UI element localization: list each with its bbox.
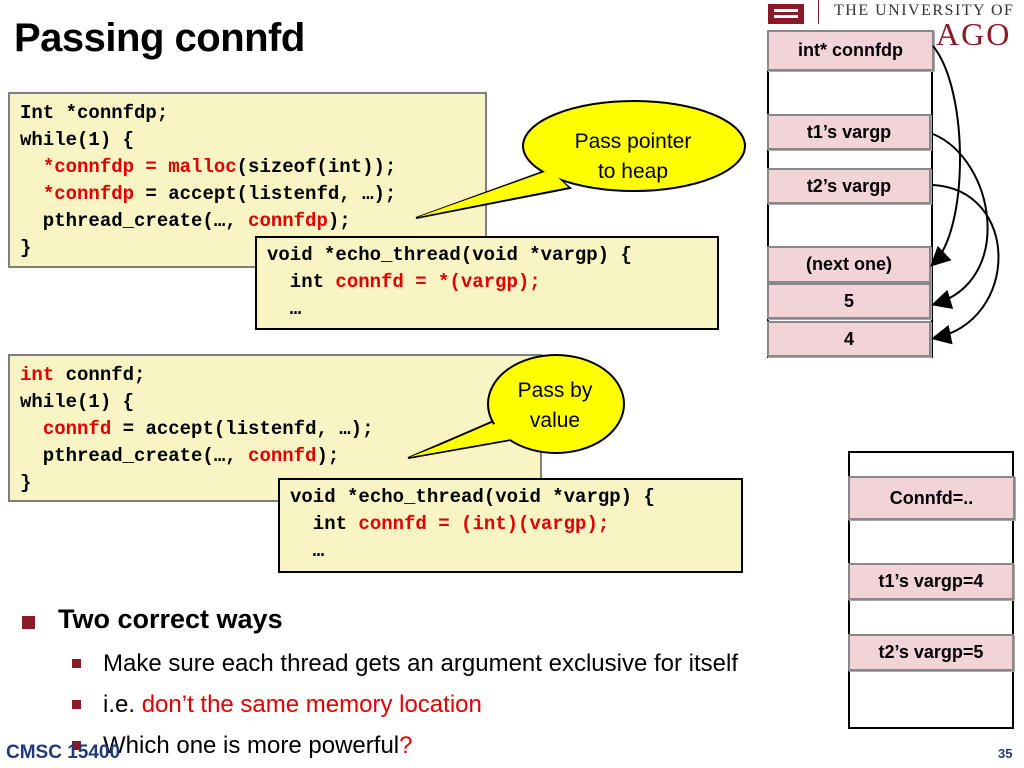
logo-text-line1: THE UNIVERSITY OF — [834, 2, 1015, 19]
code-token-highlight: connfd = *(vargp); — [335, 271, 541, 293]
arrow-connfdp-to-next — [930, 45, 961, 267]
university-logo: THE UNIVERSITY OF AGO — [766, 0, 1024, 56]
code-line: while(1) { — [20, 127, 485, 154]
code-line: *connfdp = malloc(sizeof(int)); — [20, 154, 485, 181]
logo-text-line2: AGO — [936, 16, 1012, 52]
code-token-highlight: int — [20, 364, 55, 386]
sub-bullet-icon — [72, 659, 81, 668]
code-token-highlight: connfd — [42, 418, 112, 440]
code-token: connfd; — [54, 364, 146, 386]
code-token-highlight: *connfdp — [42, 183, 135, 205]
code-token: void *echo_thread(void *vargp) { — [267, 244, 632, 266]
code-line: *connfdp = accept(listenfd, …); — [20, 181, 485, 208]
cell-int-connfdp: int* connfdp — [767, 30, 934, 71]
code-token: ); — [316, 445, 340, 467]
code-line: Int *connfdp; — [20, 100, 485, 127]
code-line: … — [290, 538, 741, 565]
cell-t2-vargp: t2’s vargp — [767, 168, 931, 204]
cell-heap-next: (next one) — [767, 246, 931, 283]
callout-pass-pointer — [415, 100, 746, 219]
code-token: int — [267, 271, 336, 293]
code-line: void *echo_thread(void *vargp) { — [267, 242, 717, 269]
logo-divider — [818, 0, 819, 24]
code-token: … — [267, 298, 302, 320]
callout-pass-pointer-text: Pass pointer to heap — [574, 130, 692, 183]
cell-connfd: Connfd=.. — [848, 476, 1015, 520]
code-token: pthread_create(…, — [20, 210, 249, 232]
code-block-pass-value: int connfd;while(1) { connfd = accept(li… — [8, 354, 542, 502]
code-token-highlight: connfd — [248, 445, 317, 467]
bullet-sub-2: i.e. don’t the same memory location — [103, 691, 482, 719]
code-token: = accept(listenfd, …); — [134, 183, 397, 205]
code-token: } — [20, 237, 32, 259]
code-line: … — [267, 296, 717, 323]
callout-pass-value-text: Pass by value — [517, 379, 593, 432]
callout-value-bubble — [487, 354, 625, 454]
bullet-sub-3-text: Which one is more powerful — [103, 732, 400, 759]
bullet-sub-1: Make sure each thread gets an argument e… — [103, 650, 738, 677]
code-line: pthread_create(…, connfd); — [20, 443, 540, 470]
code-token: int — [290, 513, 359, 535]
cell-t1-vargp: t1’s vargp — [767, 114, 931, 150]
arrow-t1-to-5 — [931, 133, 989, 309]
bullet-square-icon — [22, 616, 35, 629]
code-token: … — [290, 540, 325, 562]
code-line: } — [20, 235, 485, 262]
code-token — [20, 418, 43, 440]
code-line: int connfd; — [20, 362, 540, 389]
code-token: while(1) { — [20, 391, 135, 413]
bullet-sub-2-prefix: i.e. — [103, 691, 142, 718]
bullet-sub-3: Which one is more powerful? — [103, 732, 412, 760]
code-line: int connfd = (int)(vargp); — [290, 511, 741, 538]
sub-bullet-icon — [72, 700, 81, 709]
code-token-highlight: connfd = (int)(vargp); — [358, 513, 610, 535]
code-line: connfd = accept(listenfd, …); — [20, 416, 540, 443]
footer-course: CMSC 15400 — [6, 742, 121, 763]
bullet-main: Two correct ways — [58, 604, 283, 634]
bullet-sub-2-highlight: don’t the same memory location — [141, 691, 482, 718]
code-line: pthread_create(…, connfdp); — [20, 208, 485, 235]
slide-title: Passing connfd — [14, 16, 305, 60]
code-token: Int *connfdp; — [20, 102, 169, 124]
university-seal-icon — [768, 4, 804, 24]
pointer-arrows — [930, 45, 1000, 345]
code-line: int connfd = *(vargp); — [267, 269, 717, 296]
footer-page-number: 35 — [998, 746, 1013, 761]
code-line: while(1) { — [20, 389, 540, 416]
code-token: = accept(listenfd, …); — [111, 418, 374, 440]
code-line: void *echo_thread(void *vargp) { — [290, 484, 741, 511]
cell-heap-4: 4 — [767, 321, 931, 357]
code-block-thread-deref: void *echo_thread(void *vargp) { int con… — [255, 236, 719, 330]
code-token — [20, 183, 43, 205]
arrow-t2-to-4 — [931, 184, 1000, 345]
code-token: void *echo_thread(void *vargp) { — [290, 486, 655, 508]
bullet-sub-3-question: ? — [399, 732, 413, 759]
code-block-thread-cast: void *echo_thread(void *vargp) { int con… — [278, 478, 743, 573]
code-line: } — [20, 470, 540, 497]
code-token: (sizeof(int)); — [236, 156, 397, 178]
code-token-highlight: connfdp — [248, 210, 328, 232]
code-token-highlight: *connfdp = malloc — [42, 156, 237, 178]
code-token — [20, 156, 43, 178]
code-token: } — [20, 472, 32, 494]
callout-pass-value — [407, 354, 625, 459]
sub-bullet-icon — [72, 741, 81, 750]
cell-heap-5: 5 — [767, 283, 931, 319]
cell-t1-vargp-value: t1’s vargp=4 — [848, 563, 1014, 600]
callout-pointer-bubble — [522, 100, 746, 192]
code-token: ); — [327, 210, 351, 232]
code-token: pthread_create(…, — [20, 445, 249, 467]
code-token: while(1) { — [20, 129, 135, 151]
cell-t2-vargp-value: t2’s vargp=5 — [848, 634, 1014, 671]
